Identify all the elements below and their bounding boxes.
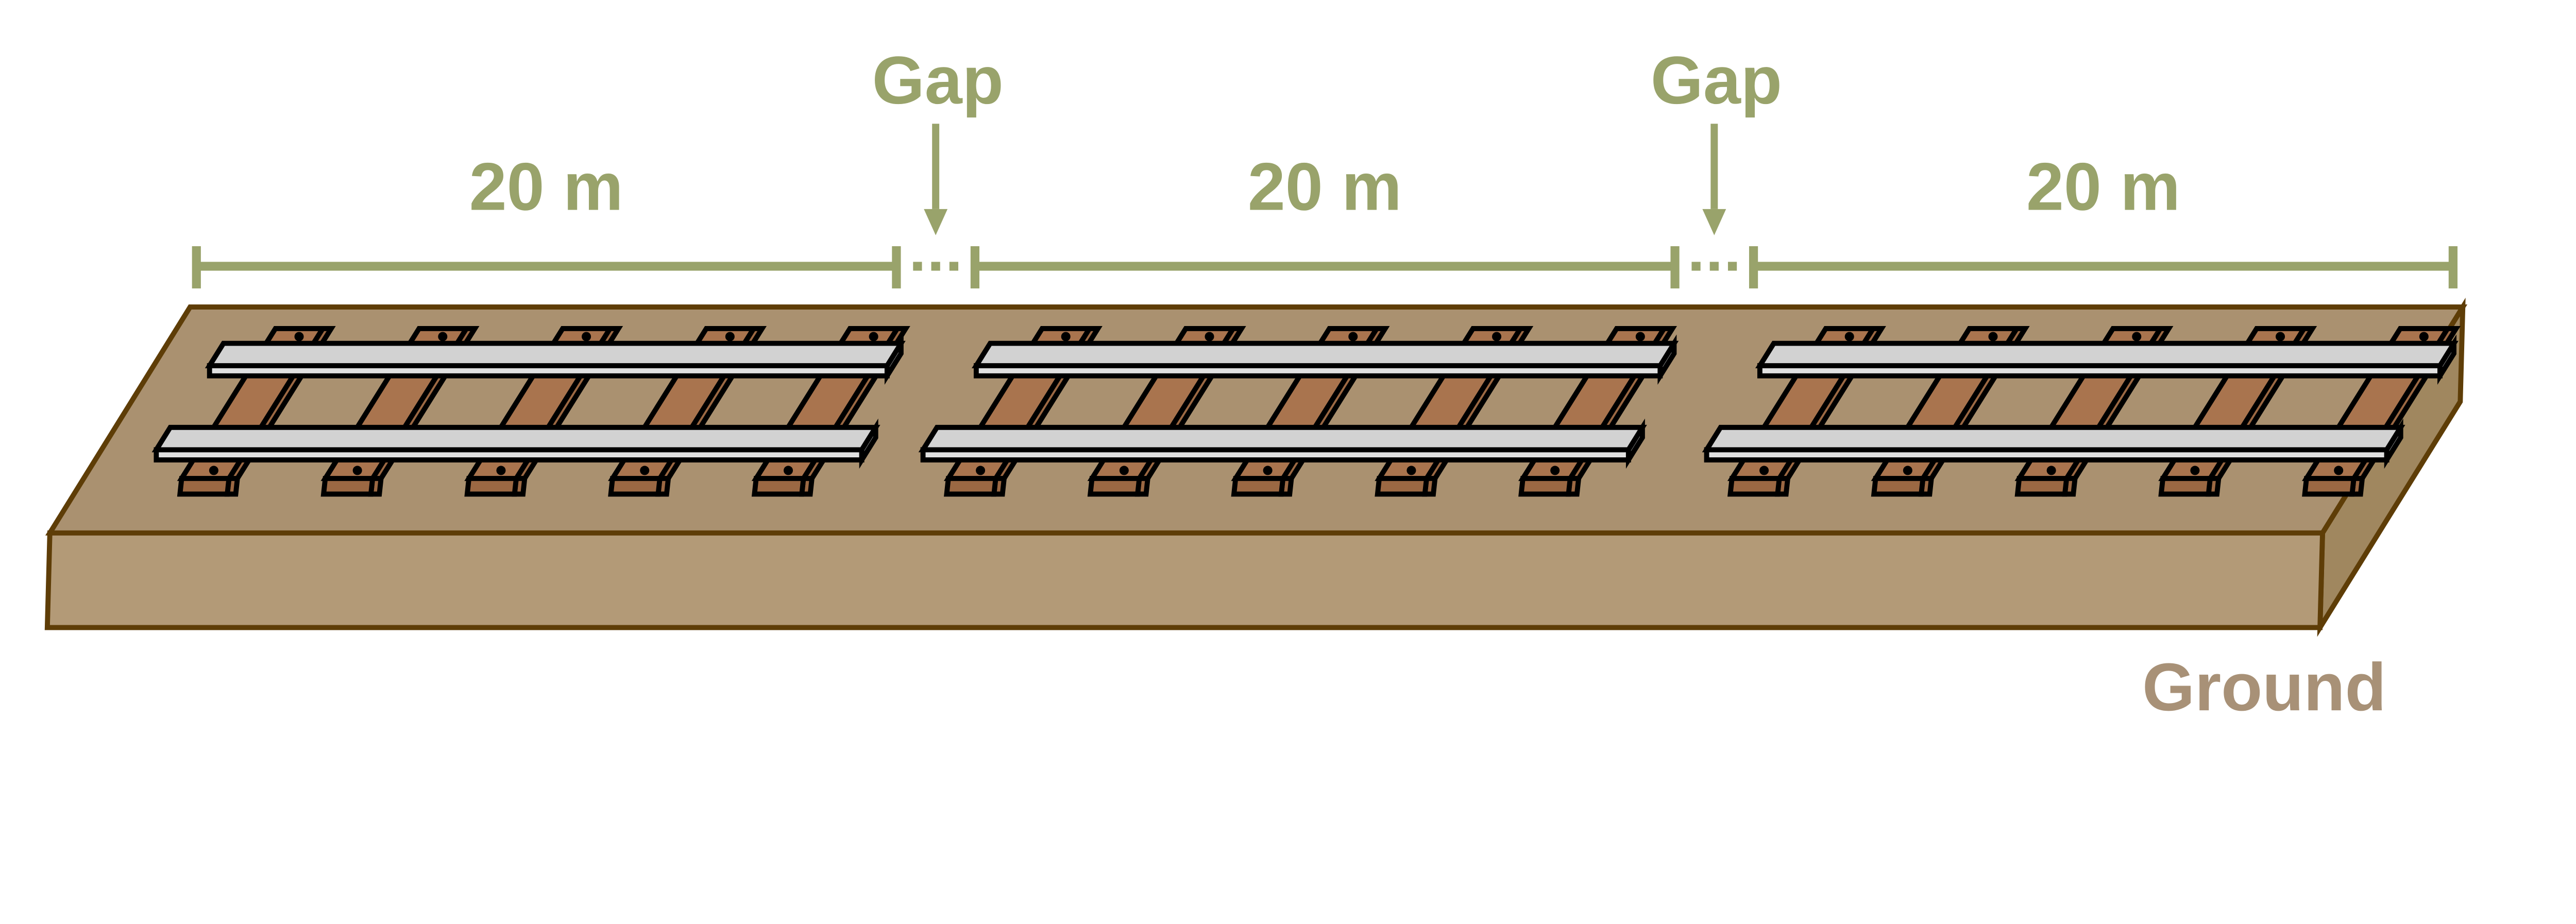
front-rail: [1702, 418, 2405, 469]
dimension-tick: [1749, 246, 1758, 289]
gap-label-2: Gap: [1651, 42, 1782, 118]
dimension-tick: [192, 246, 201, 289]
gap-dash: [1691, 262, 1701, 271]
gap-arrow-head: [924, 209, 948, 235]
sleeper-front-face: [751, 476, 807, 497]
gap-arrow-shaft: [1710, 124, 1718, 209]
sleeper-front-face: [1087, 476, 1142, 497]
gap-arrow: [924, 124, 948, 235]
dimension-line-segment-3: [1753, 262, 2453, 271]
front-rail: [151, 418, 880, 469]
spike-hole-back: [2276, 332, 2285, 341]
spike-hole-back: [1205, 332, 1214, 341]
spike-hole-front: [976, 466, 986, 475]
spike-hole-front: [783, 466, 793, 475]
spike-hole-back: [1844, 332, 1854, 341]
gap-dash: [1709, 262, 1719, 271]
sleeper-front-face: [2014, 476, 2070, 497]
gap-arrow: [1702, 124, 1726, 235]
sleeper-front-face: [1231, 476, 1286, 497]
rail-top-face: [972, 340, 1679, 368]
track-segment-2: [918, 326, 1679, 497]
back-rail: [972, 334, 1679, 385]
track-segment-3: [1702, 326, 2461, 497]
sleeper-front-face: [320, 476, 376, 497]
sleeper-front-face: [1518, 476, 1573, 497]
gap-arrow-head: [1702, 209, 1726, 235]
dimension-tick: [892, 246, 901, 289]
rail-top-face: [918, 424, 1647, 453]
sleeper-front-face: [2158, 476, 2213, 497]
sleeper-front-face: [1375, 476, 1430, 497]
track-segment-1: [151, 326, 910, 497]
dimension-line-segment-1: [196, 262, 896, 271]
spike-hole-back: [294, 332, 304, 341]
spike-hole-front: [2046, 466, 2056, 475]
track-layer: [151, 326, 2461, 497]
sleeper-front-face: [608, 476, 663, 497]
spike-hole-back: [725, 332, 735, 341]
dimension-tick: [1670, 246, 1680, 289]
gap-dash: [1727, 262, 1737, 271]
segment-length-label-1: 20 m: [469, 149, 623, 225]
dimension-tick: [2448, 246, 2458, 289]
spike-hole-back: [438, 332, 448, 341]
dimension-layer: [192, 124, 2458, 289]
spike-hole-front: [1550, 466, 1560, 475]
sleeper-front-face: [944, 476, 999, 497]
sleeper-front-face: [464, 476, 519, 497]
gap-arrow-shaft: [932, 124, 940, 209]
spike-hole-front: [352, 466, 362, 475]
segment-length-label-2: 20 m: [1248, 149, 1402, 225]
spike-hole-front: [1406, 466, 1416, 475]
spike-hole-front: [496, 466, 506, 475]
ground-front-face: [44, 530, 2326, 630]
spike-hole-back: [1492, 332, 1502, 341]
sleeper-front-face: [177, 476, 232, 497]
spike-hole-back: [869, 332, 878, 341]
ground-label: Ground: [2142, 649, 2386, 725]
spike-hole-front: [2190, 466, 2200, 475]
gap-dash: [931, 262, 940, 271]
spike-hole-front: [1903, 466, 1912, 475]
segment-length-label-3: 20 m: [2026, 149, 2180, 225]
dimension-tick: [970, 246, 980, 289]
rail-top-face: [1702, 424, 2405, 453]
sleeper-front-face: [2302, 476, 2357, 497]
dimension-line-segment-2: [975, 262, 1675, 271]
spike-hole-back: [1988, 332, 1998, 341]
gap-label-1: Gap: [872, 42, 1004, 118]
front-rail: [918, 418, 1647, 469]
spike-hole-back: [2132, 332, 2142, 341]
spike-hole-front: [1759, 466, 1769, 475]
gap-dash: [913, 262, 922, 271]
spike-hole-front: [2334, 466, 2344, 475]
spike-hole-front: [640, 466, 650, 475]
spike-hole-front: [1263, 466, 1273, 475]
rail-top-face: [1755, 340, 2459, 368]
rail-top-face: [151, 424, 880, 453]
gap-dash: [949, 262, 959, 271]
spike-hole-back: [582, 332, 591, 341]
back-rail: [205, 334, 906, 385]
spike-hole-front: [209, 466, 218, 475]
spike-hole-front: [1119, 466, 1129, 475]
spike-hole-back: [2419, 332, 2429, 341]
spike-hole-back: [1635, 332, 1645, 341]
spike-hole-back: [1061, 332, 1071, 341]
rail-top-face: [205, 340, 906, 368]
back-rail: [1755, 334, 2459, 385]
sleeper-front-face: [1871, 476, 1926, 497]
spike-hole-back: [1348, 332, 1358, 341]
sleeper-front-face: [1727, 476, 1783, 497]
